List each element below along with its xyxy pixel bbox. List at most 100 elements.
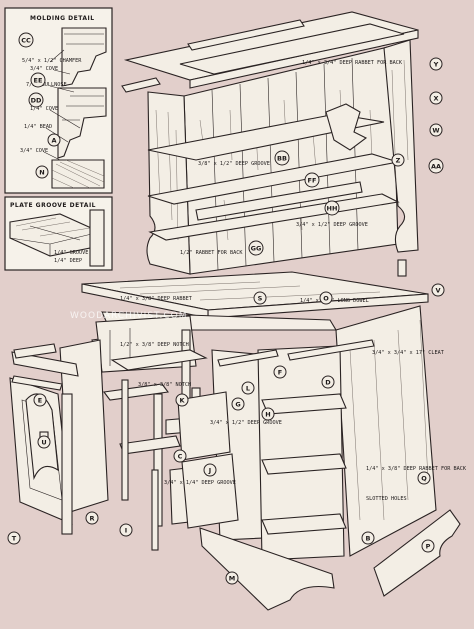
callout-circle [417, 471, 431, 485]
callout-label: L [246, 385, 250, 393]
callout-label: M [229, 575, 235, 583]
callout-circle [37, 435, 51, 449]
callout-label: N [39, 169, 44, 177]
callout-g: G [231, 397, 245, 411]
callout-circle [248, 240, 264, 256]
callout-circle [173, 449, 187, 463]
callout-r: R [85, 511, 99, 525]
callout-circle [28, 92, 44, 108]
callout-label: DD [31, 97, 42, 105]
callout-circle [119, 523, 133, 537]
callout-label: CC [21, 37, 31, 45]
callout-circle [274, 150, 290, 166]
callout-circle [421, 539, 435, 553]
base-label-3: 1/2" x 3/8" DEEP NOTCH [120, 342, 189, 348]
callout-cc: CC [18, 32, 34, 48]
callout-circle [431, 283, 445, 297]
callout-label: F [278, 369, 282, 377]
callout-circle [33, 393, 47, 407]
callout-circle [429, 91, 443, 105]
callout-circle [35, 165, 49, 179]
hutch-label-1: 1/4" x 3/4" DEEP RABBET FOR BACK [302, 60, 403, 66]
callout-label: X [433, 95, 438, 103]
callout-circle [7, 531, 21, 545]
callout-a: A [47, 133, 61, 147]
callout-j: J [203, 463, 217, 477]
plate-groove-label-1: 1/4" GROOVE [54, 250, 88, 256]
callout-circle [321, 375, 335, 389]
base-label-1: 1/4" x 3/8" DEEP RABBET [120, 296, 192, 302]
base-top [81, 271, 429, 319]
callout-label: U [41, 439, 46, 447]
callout-circle [428, 158, 444, 174]
callout-label: GG [251, 245, 262, 253]
callout-label: FF [308, 177, 317, 185]
callout-label: I [125, 527, 127, 535]
base-label-8: 1/4" x 3/8" DEEP RABBET FOR BACK [366, 466, 467, 472]
molding-label-5: 1/4" BEAD [24, 124, 52, 130]
hutch-assembly: 1/4" x 3/4" DEEP RABBET FOR BACK 3/8" x … [121, 11, 419, 275]
callout-q: Q [417, 471, 431, 485]
callout-p: P [421, 539, 435, 553]
callout-aa: AA [428, 158, 444, 174]
callout-label: D [325, 379, 331, 387]
callout-y: Y [429, 57, 443, 71]
callout-label: HH [327, 205, 338, 213]
molding-label-1: 5/4" x 1/2" CHAMFER [22, 58, 82, 64]
callout-label: T [12, 535, 17, 543]
base-label-9: SLOTTED HOLES [366, 496, 407, 502]
molding-label-4: 1/4" COVE [30, 106, 58, 112]
callout-circle [175, 393, 189, 407]
watermark-text: WOODARCHIVIST.COM [70, 311, 187, 321]
callout-z: Z [391, 153, 405, 167]
callout-circle [231, 397, 245, 411]
callout-label: V [435, 287, 440, 295]
callout-label: Y [433, 61, 439, 69]
callout-k: K [175, 393, 189, 407]
callout-d: D [321, 375, 335, 389]
callout-circle [429, 123, 443, 137]
callout-circle [225, 571, 239, 585]
callout-label: EE [34, 77, 43, 85]
molding-detail-title: MOLDING DETAIL [30, 15, 95, 22]
callout-x: X [429, 91, 443, 105]
callout-bb: BB [274, 150, 290, 166]
callout-label: O [323, 295, 329, 303]
callout-w: W [429, 123, 443, 137]
callout-s: S [253, 291, 267, 305]
callout-circle [85, 511, 99, 525]
callout-b: B [361, 531, 375, 545]
callout-circle [429, 57, 443, 71]
plate-groove-title: PLATE GROOVE DETAIL [10, 202, 96, 209]
molding-label-3: 7/8" BULLNOSE [26, 82, 67, 88]
base-assembly: 1/4" x 3/8" DEEP RABBET 1/4" x 3/8" LONG… [9, 259, 467, 611]
callout-n: N [35, 165, 49, 179]
callout-label: E [38, 397, 42, 405]
plate-groove-inset: PLATE GROOVE DETAIL 1/4" GROOVE 1/4" DEE… [4, 196, 113, 271]
callout-label: G [235, 401, 240, 409]
callout-o: O [319, 291, 333, 305]
callout-h: H [261, 407, 275, 421]
callout-circle [273, 365, 287, 379]
callout-circle [47, 133, 61, 147]
callout-circle [319, 291, 333, 305]
hutch-label-3: 3/4" x 1/2" DEEP GROOVE [296, 222, 368, 228]
callout-label: BB [277, 155, 287, 163]
callout-label: Z [396, 157, 401, 165]
callout-circle [203, 463, 217, 477]
callout-f: F [273, 365, 287, 379]
callout-e: E [33, 393, 47, 407]
callout-l: L [241, 381, 255, 395]
callout-label: R [89, 515, 94, 523]
base-label-6: 3/4" x 1/2" DEEP GROOVE [210, 420, 282, 426]
callout-label: C [178, 453, 183, 461]
callout-label: Q [421, 475, 427, 483]
callout-label: AA [431, 163, 441, 171]
callout-circle [361, 531, 375, 545]
callout-v: V [431, 283, 445, 297]
hutch-label-4: 1/2" RABBET FOR BACK [180, 250, 243, 256]
callout-label: B [366, 535, 371, 543]
callout-dd: DD [28, 92, 44, 108]
base-label-2: 1/4" x 3/8" LONG DOWEL [300, 298, 369, 304]
